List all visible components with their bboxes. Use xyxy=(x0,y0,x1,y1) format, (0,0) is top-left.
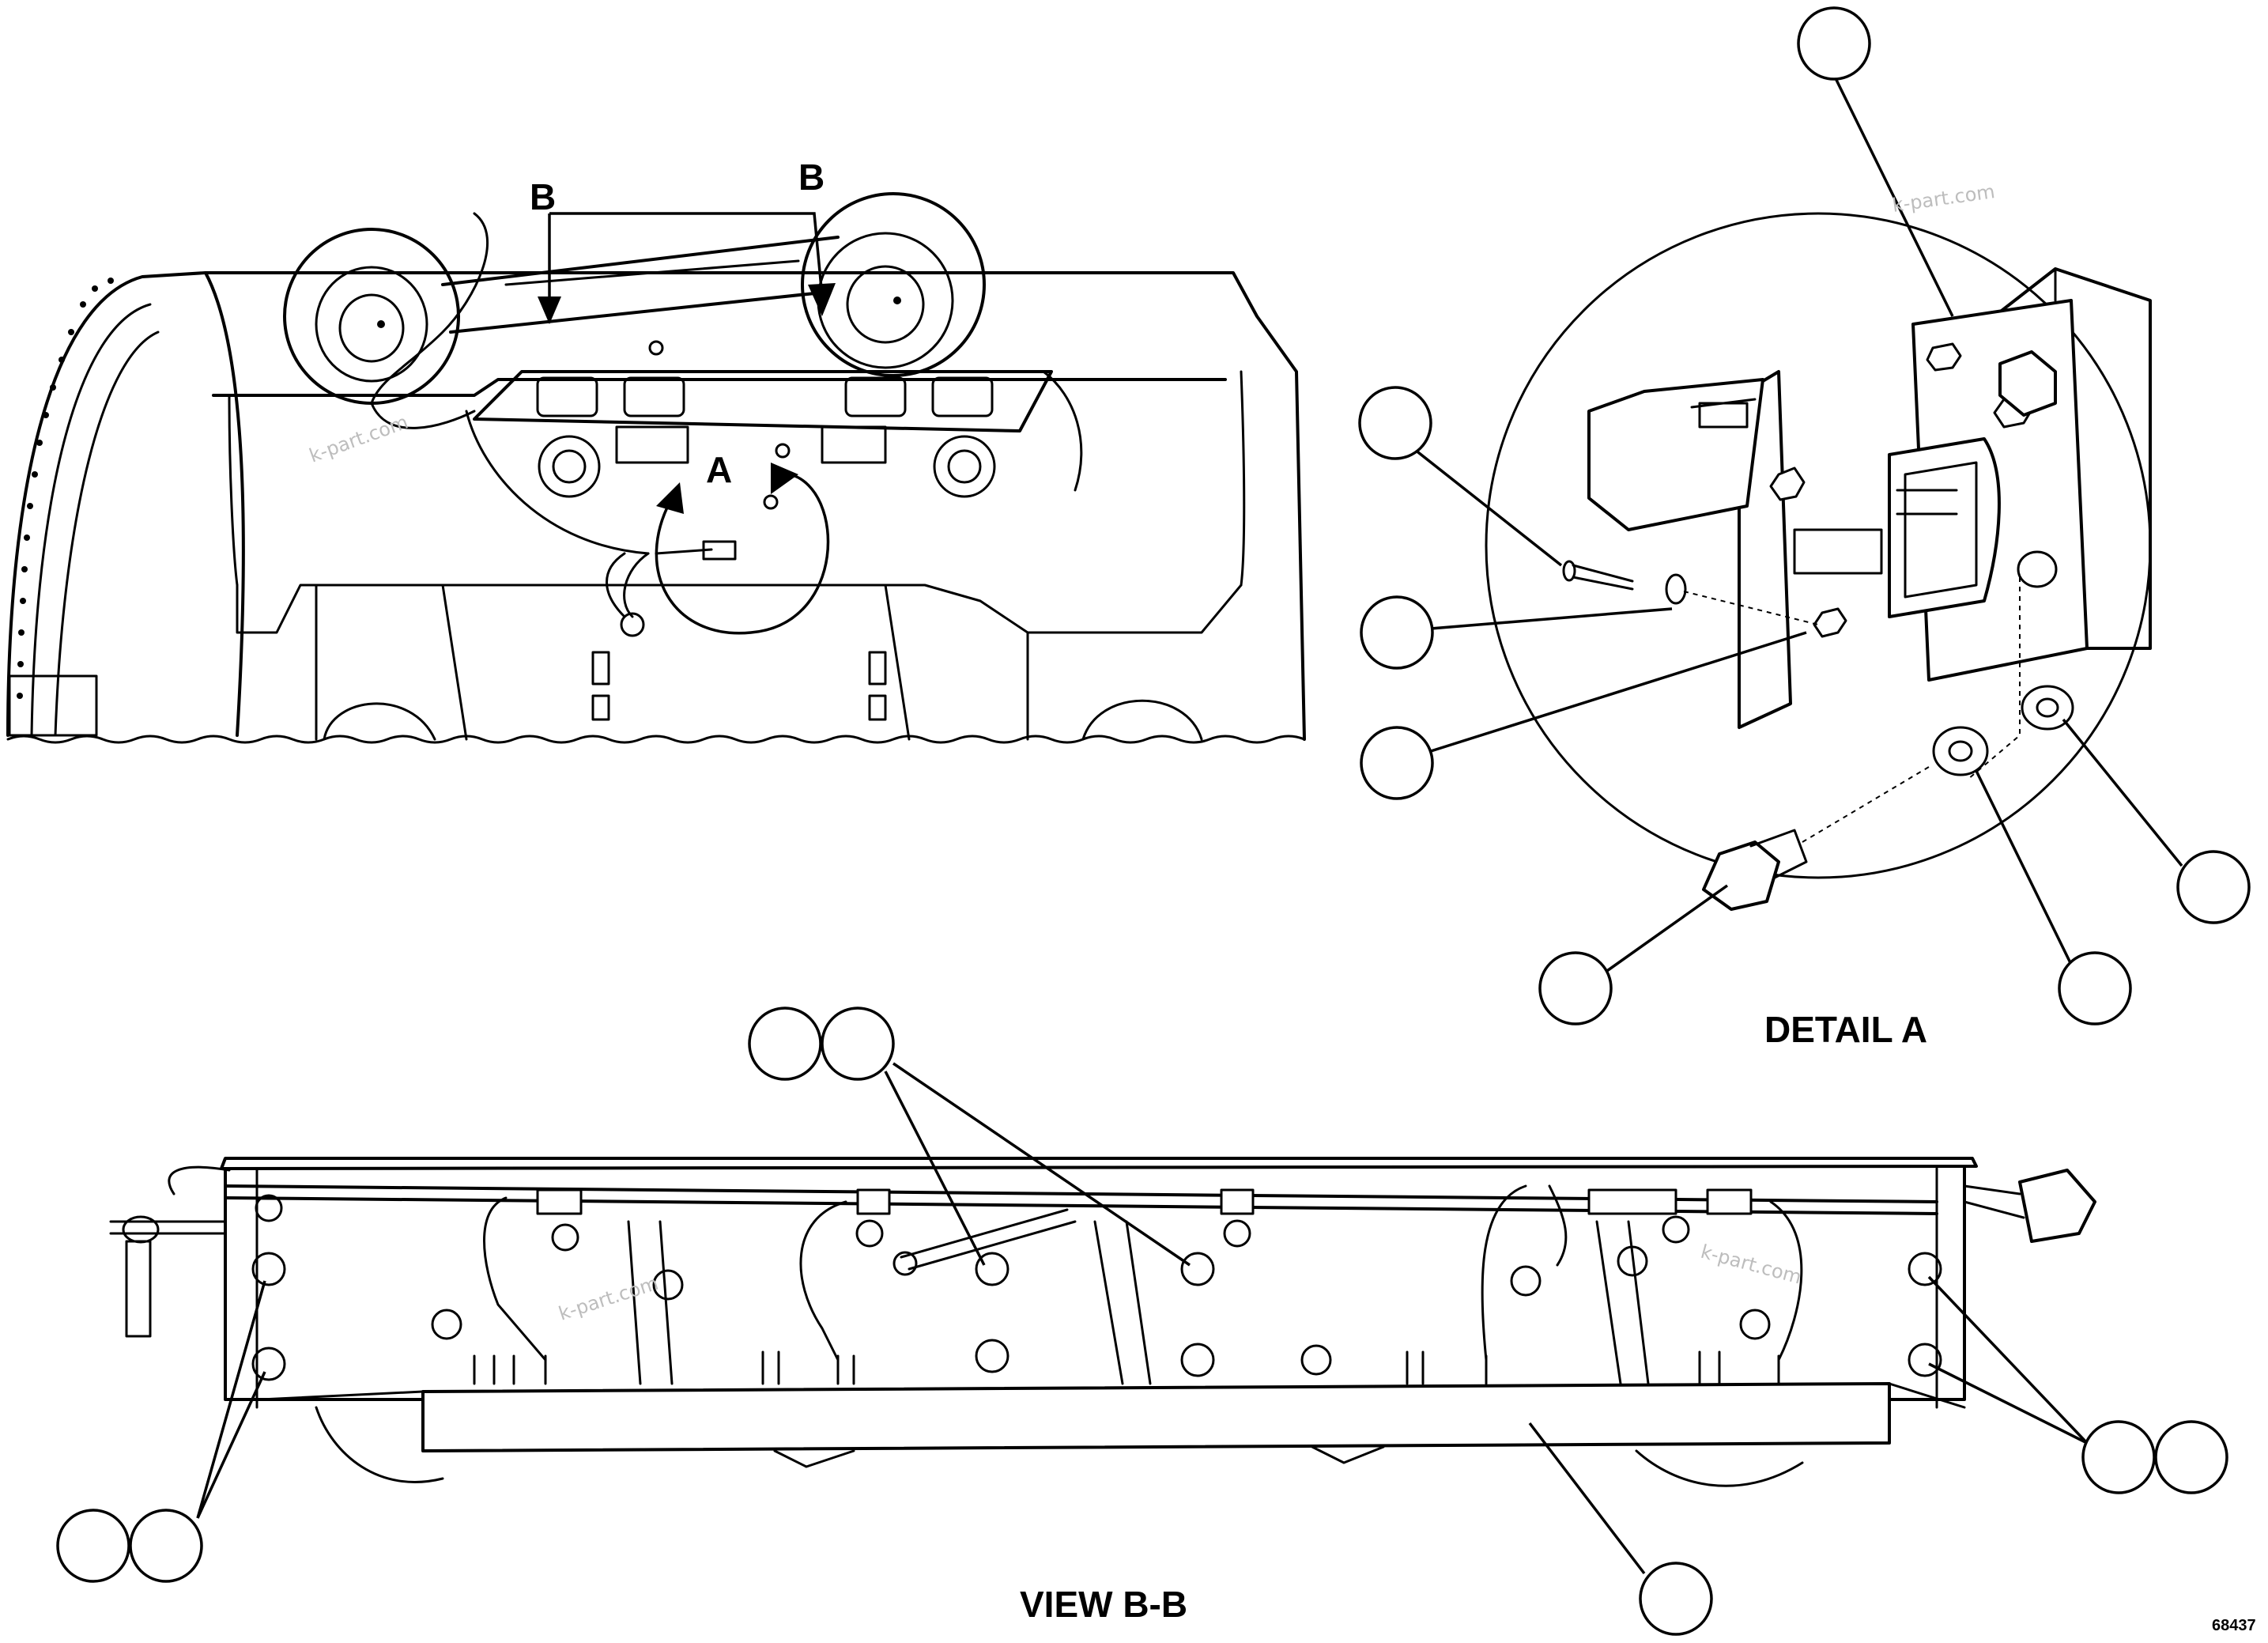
view-bb: VIEW B-B k-part.com k-part.com xyxy=(56,1007,2228,1636)
detail-a-callouts xyxy=(1358,6,2251,1025)
detail-a-marker-label: A xyxy=(706,449,732,490)
view-bb-callouts xyxy=(56,1007,2228,1636)
watermark-2: k-part.com xyxy=(1891,180,1996,217)
callout-circle xyxy=(129,1509,203,1583)
drawing-number: 68437 xyxy=(2212,1617,2256,1634)
right-pulley xyxy=(801,192,986,377)
callout-circle xyxy=(2176,850,2251,924)
detail-a-caption: DETAIL A xyxy=(1764,1009,1927,1050)
section-b-left-label: B xyxy=(530,176,556,217)
callout-circle xyxy=(1360,726,1434,800)
callout-circle xyxy=(1538,951,1613,1025)
machine-overview: B B A k-part.com xyxy=(6,157,1306,744)
watermark-4: k-part.com xyxy=(1698,1241,1803,1289)
watermark-1: k-part.com xyxy=(306,411,410,467)
callout-circle xyxy=(821,1007,895,1081)
light-bar xyxy=(473,370,1053,464)
frame-nuts xyxy=(251,1194,1942,1381)
detail-a-marker: A xyxy=(655,449,830,635)
left-pulley xyxy=(283,228,460,405)
watermark-3: k-part.com xyxy=(556,1272,661,1325)
callout-circle xyxy=(1639,1562,1713,1636)
view-bb-caption: VIEW B-B xyxy=(1020,1584,1187,1625)
rim-bolt-holes xyxy=(17,278,114,699)
callout-circle xyxy=(1797,6,1871,81)
callout-circle xyxy=(1358,386,1432,460)
callout-circle xyxy=(2058,951,2132,1025)
section-b-cut-line: B B xyxy=(530,157,836,324)
detail-a-view: DETAIL A k-part.com xyxy=(1358,6,2251,1050)
callout-circle xyxy=(748,1007,822,1081)
callout-circle xyxy=(56,1509,130,1583)
callout-circle xyxy=(2154,1420,2228,1494)
callout-circle xyxy=(1360,595,1434,670)
callout-circle xyxy=(2081,1420,2156,1494)
section-b-right-label: B xyxy=(798,157,825,198)
